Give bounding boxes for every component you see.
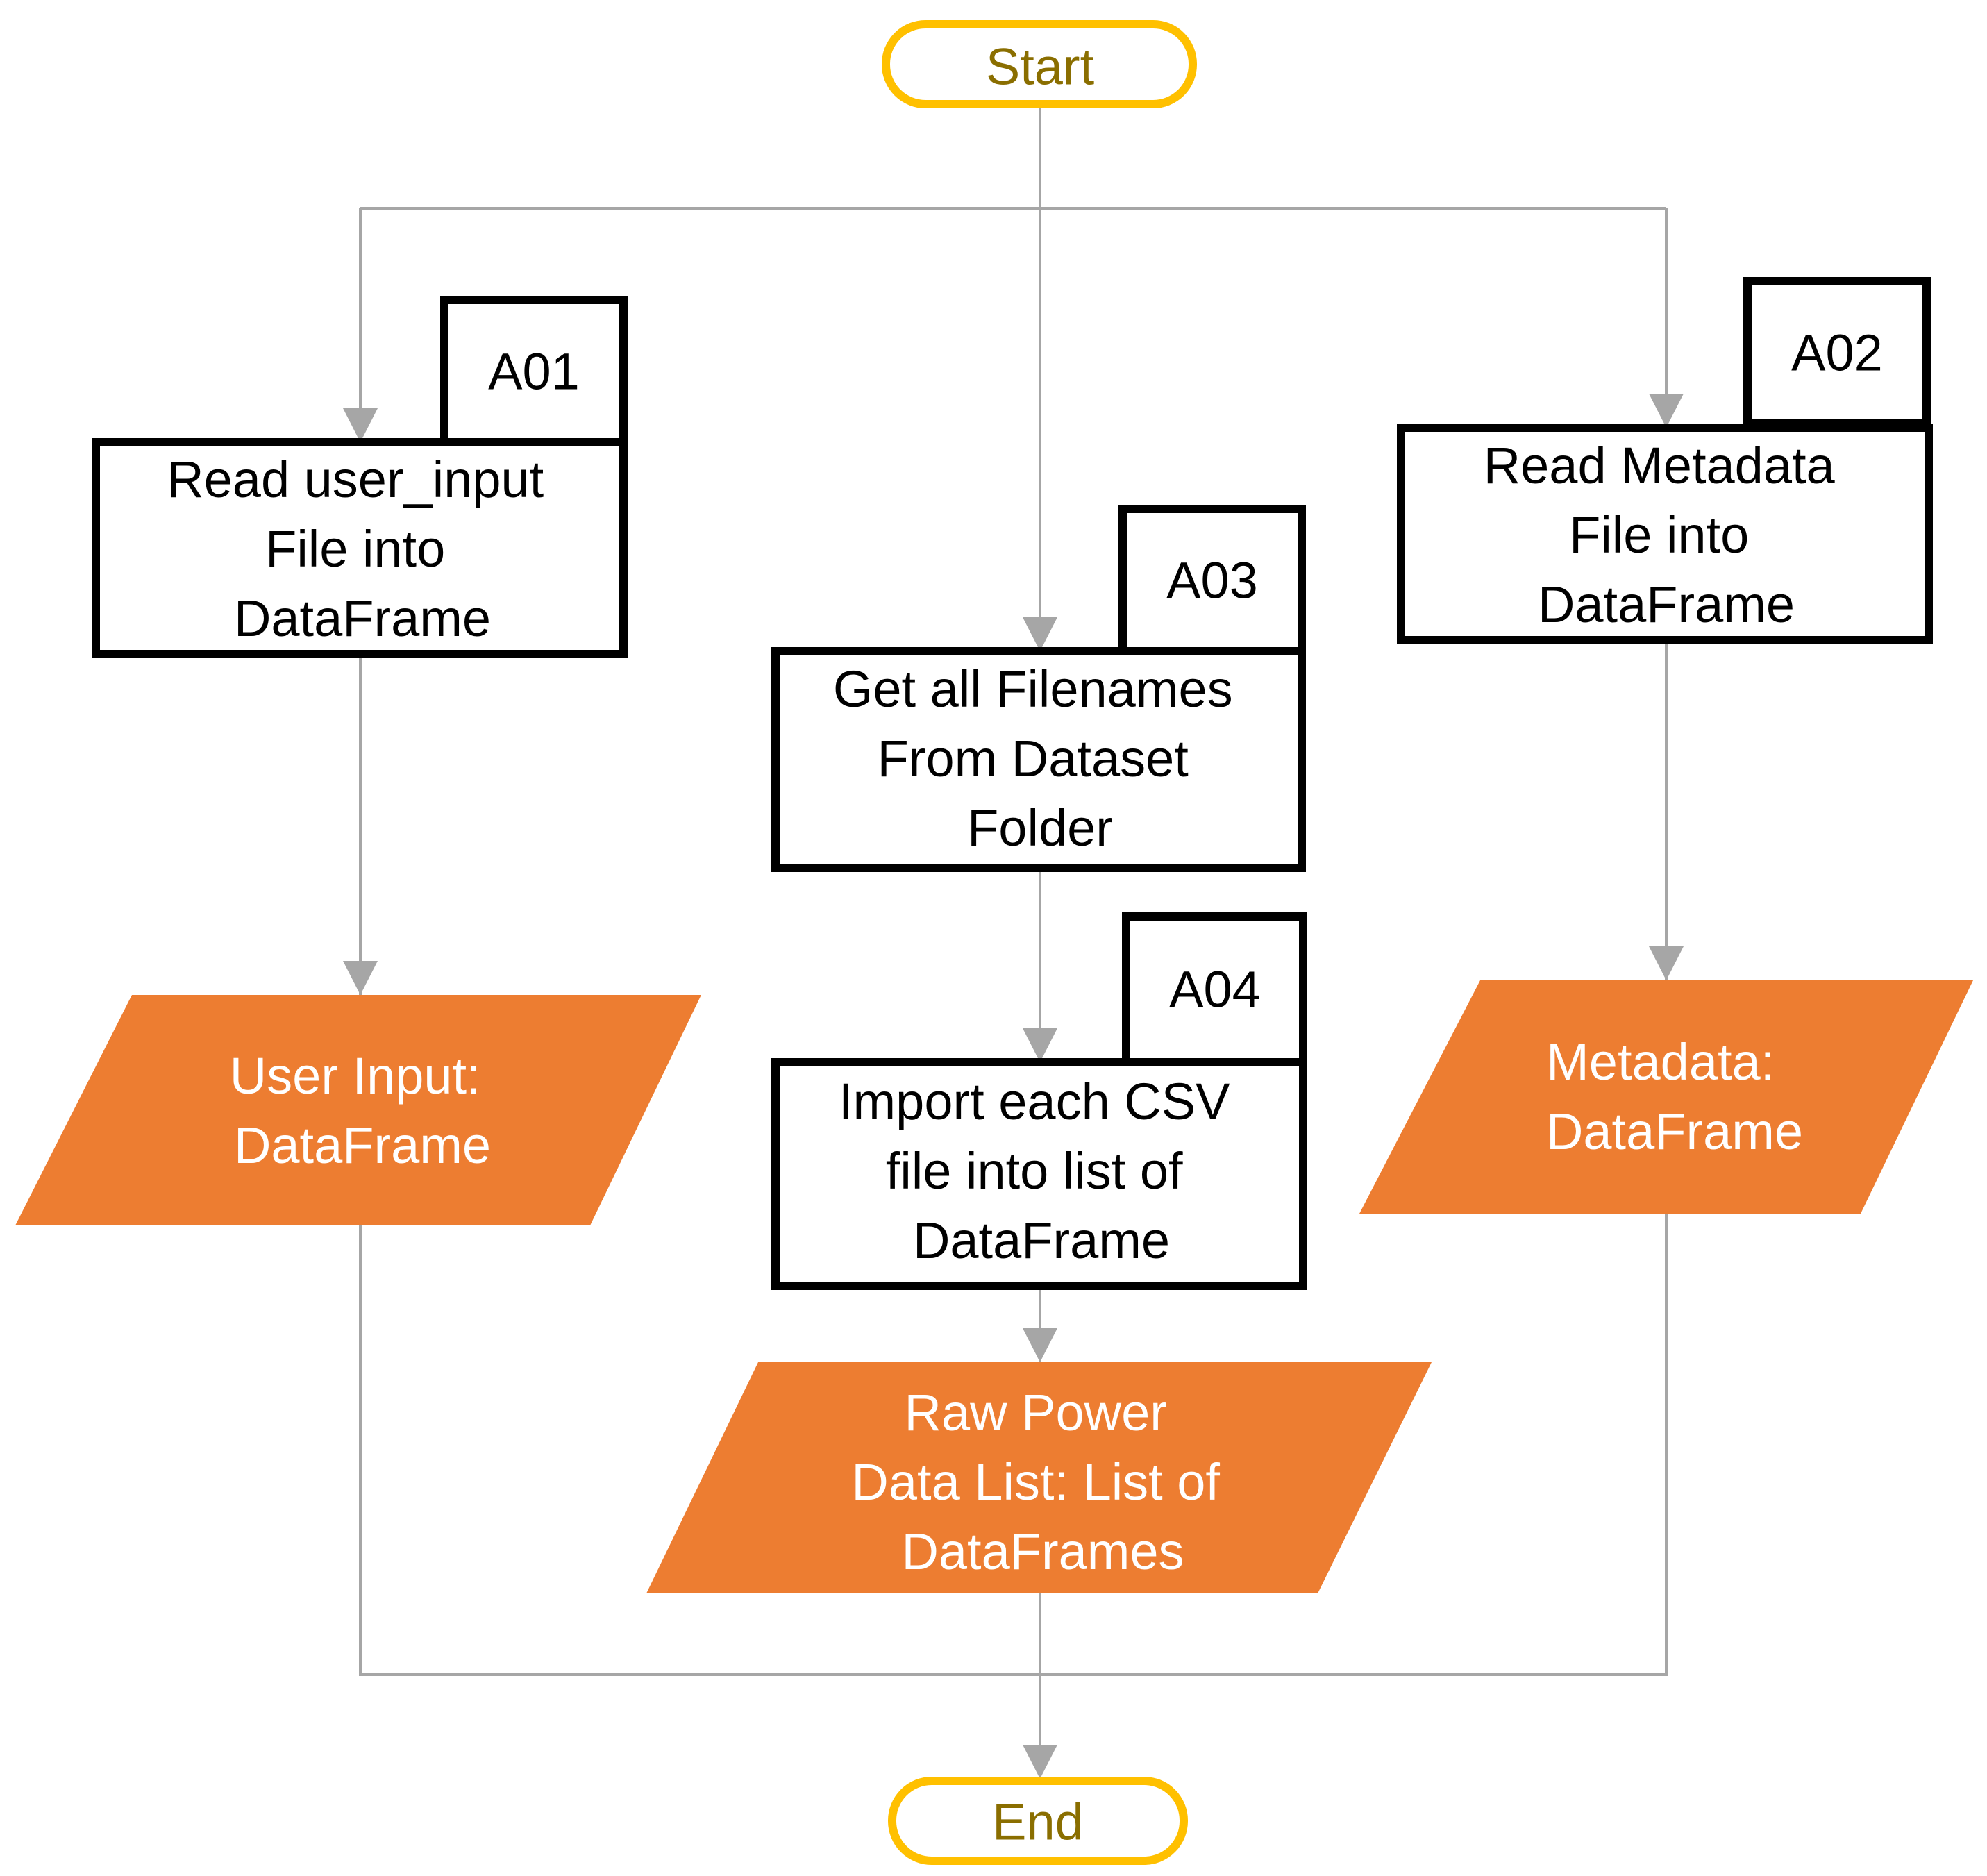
- arrowhead-metadata: [1649, 946, 1684, 980]
- process-a04-line: Import each CSV: [839, 1073, 1230, 1130]
- data-raw-power-line: DataFrames: [901, 1523, 1184, 1580]
- process-a01-tag: A01: [488, 343, 580, 401]
- process-a03-tag: A03: [1166, 552, 1258, 610]
- arrowhead-a02: [1649, 394, 1684, 428]
- arrowhead-user-input: [343, 961, 378, 995]
- data-metadata: Metadata: DataFrame: [1359, 980, 1973, 1214]
- connector-user-input-down: [359, 1225, 1040, 1676]
- process-a04: A04 Import each CSV file into list of Da…: [771, 912, 1307, 1290]
- process-a03-box: [771, 647, 1306, 872]
- data-raw-power-line: Raw Power: [905, 1384, 1167, 1441]
- end-terminal: End: [888, 1777, 1188, 1865]
- process-a02: A02 Read Metadata File into DataFrame: [1397, 277, 1933, 644]
- data-user-input-line: DataFrame: [234, 1116, 491, 1174]
- svg-text:Import each CSV file int: Import each CSV file into list of DataFr…: [839, 1073, 1244, 1269]
- arrowhead-a04: [1023, 1028, 1057, 1062]
- start-terminal-shape: [882, 20, 1197, 108]
- end-terminal-shape: [888, 1777, 1188, 1865]
- end-label: End: [992, 1793, 1084, 1851]
- process-a03-line: Get all Filenames: [833, 660, 1233, 718]
- process-a03-line: From Dataset: [878, 730, 1189, 787]
- connector-metadata-down: [1040, 1214, 1668, 1676]
- data-metadata-line: DataFrame: [1546, 1103, 1803, 1160]
- data-user-input-shape: [15, 995, 701, 1225]
- data-metadata-line: Metadata:: [1546, 1033, 1775, 1091]
- data-metadata-shape: [1359, 980, 1973, 1214]
- process-a02-line: File into: [1569, 506, 1749, 564]
- data-raw-power-line: Data List: List of: [851, 1453, 1220, 1511]
- arrowhead-end: [1023, 1745, 1057, 1779]
- process-a04-tag-box: [1122, 912, 1307, 1066]
- process-a02-tag-box: [1743, 277, 1931, 428]
- start-label: Start: [986, 38, 1095, 96]
- connectors: [359, 104, 1668, 1779]
- process-a01-line: DataFrame: [234, 589, 491, 647]
- process-a01-tag-box: [440, 296, 628, 446]
- start-terminal: Start: [882, 20, 1197, 108]
- process-a02-line: Read Metadata: [1484, 437, 1836, 494]
- process-a02-line: DataFrame: [1538, 576, 1795, 633]
- process-a02-box: [1397, 424, 1933, 644]
- data-user-input-line: User Input:: [230, 1047, 481, 1105]
- process-a04-box: [771, 1058, 1307, 1290]
- svg-text:Read Metadata File into: Read Metadata File into DataFrame: [1484, 437, 1850, 633]
- data-raw-power-shape: [646, 1362, 1432, 1593]
- process-a04-tag: A04: [1169, 961, 1261, 1019]
- process-a01: A01 Read user_input File into DataFrame: [92, 296, 628, 658]
- arrowhead-a01: [343, 408, 378, 442]
- process-a03-line: Folder: [967, 799, 1113, 857]
- process-a03-tag-box: [1118, 505, 1306, 655]
- data-user-input: User Input: DataFrame: [15, 995, 701, 1225]
- svg-text:Raw Power Data List: Lis: Raw Power Data List: List of DataFrames: [851, 1384, 1234, 1580]
- svg-text:Metadata: DataFrame: Metadata: DataFrame: [1546, 1033, 1803, 1160]
- svg-text:Get all Filenames From D: Get all Filenames From Dataset Folder: [833, 660, 1247, 857]
- arrowhead-raw-power: [1023, 1328, 1057, 1362]
- process-a04-line: DataFrame: [913, 1212, 1170, 1269]
- svg-text:Read user_input File in: Read user_input File into DataFrame: [167, 451, 558, 647]
- process-a04-line: file into list of: [886, 1142, 1183, 1200]
- arrowhead-a03: [1023, 617, 1057, 651]
- svg-text:User Input: DataFrame: User Input: DataFrame: [230, 1047, 496, 1174]
- data-raw-power: Raw Power Data List: List of DataFrames: [646, 1362, 1432, 1593]
- process-a01-line: Read user_input: [167, 451, 544, 508]
- process-a03: A03 Get all Filenames From Dataset Folde…: [771, 505, 1306, 872]
- process-a01-box: [92, 438, 628, 658]
- arrowheads: [343, 394, 1684, 1779]
- process-a02-tag: A02: [1791, 324, 1883, 382]
- process-a01-line: File into: [265, 520, 445, 578]
